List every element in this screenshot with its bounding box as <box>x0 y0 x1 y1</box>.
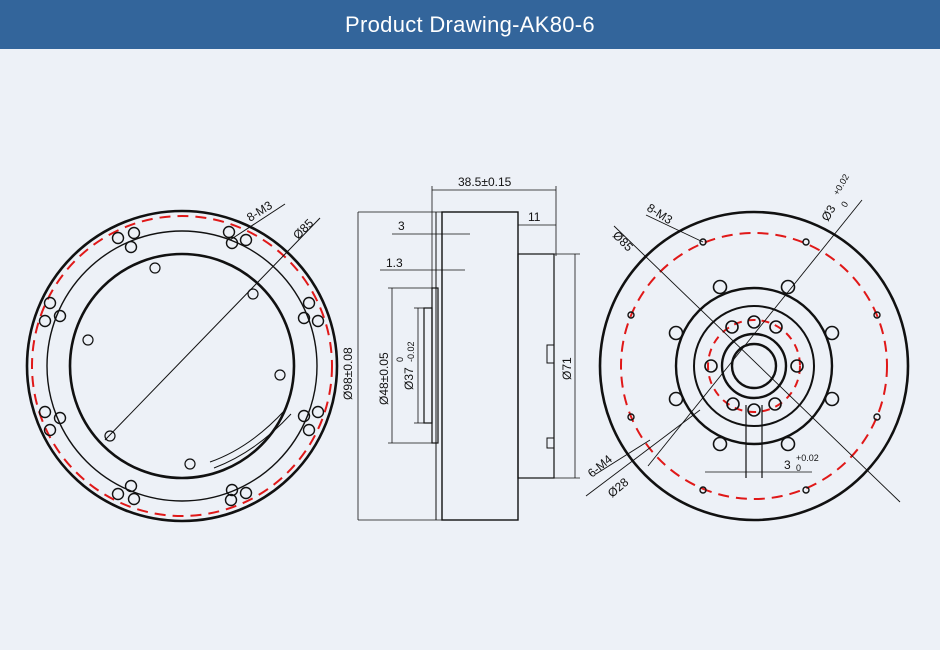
front-pcd-circle <box>31 215 333 517</box>
page-title: Product Drawing-AK80-6 <box>345 11 595 37</box>
back-label-pin-tol-lower: 0 <box>839 200 850 209</box>
front-inner-tab <box>274 369 286 381</box>
back-bolt-holes <box>668 279 840 452</box>
front-inner-tab <box>104 430 116 442</box>
back-diameter-line <box>647 199 863 467</box>
front-diameter-line <box>104 217 321 441</box>
back-hub-inner <box>693 305 815 427</box>
front-view <box>25 203 339 523</box>
back-label-slot: 3 <box>784 458 791 472</box>
front-label-pcd: Ø85 <box>290 216 316 242</box>
front-outer-ring <box>25 209 339 523</box>
dim-1-3-label: 1.3 <box>386 256 403 270</box>
back-small-holes <box>627 238 881 494</box>
back-label-pin-tol-upper: +0.02 <box>831 172 851 197</box>
dim-11-label: 11 <box>528 210 541 224</box>
front-bolt-holes <box>38 225 325 507</box>
dim-od-label: Ø98±0.08 <box>341 347 355 400</box>
dim-37-tol-upper: 0 <box>395 357 405 362</box>
back-outer-ring <box>598 210 910 522</box>
dim-71-label: Ø71 <box>560 357 574 380</box>
side-rear-cover <box>517 253 555 479</box>
back-label-holes: 8-M3 <box>644 201 675 228</box>
back-leader-m4 <box>595 439 651 475</box>
front-leader-8m3 <box>229 203 286 241</box>
back-m4-holes <box>704 315 804 417</box>
back-label-pin: Ø3 <box>818 202 838 223</box>
side-rear-tab <box>546 344 555 364</box>
side-front-boss <box>423 307 433 424</box>
front-inner-tab <box>82 334 94 346</box>
back-label-slot-tol-lower: 0 <box>796 463 801 473</box>
back-label-slot-tol-upper: +0.02 <box>796 453 819 463</box>
back-diameter-line <box>613 225 901 503</box>
back-shaft-bore <box>730 342 778 390</box>
dim-48-label: Ø48±0.05 <box>377 352 391 405</box>
back-pcd28-circle <box>707 319 801 413</box>
back-leader-pcd28 <box>585 409 701 497</box>
drawing-canvas: 8-M3 Ø85 38.5±0.15 3 11 1.3 Ø98±0.08 <box>0 49 940 645</box>
front-inner-tab <box>247 288 259 300</box>
side-rear-tab <box>546 437 555 449</box>
front-inner-arc <box>213 413 292 469</box>
front-inner-tab <box>184 458 196 470</box>
side-front-hub <box>431 287 439 444</box>
back-hub-outer <box>674 286 834 446</box>
dim-3-label: 3 <box>398 219 405 233</box>
dim-length-label: 38.5±0.15 <box>458 175 512 189</box>
back-leader-8m3 <box>645 214 704 243</box>
dim-37-label: Ø37 <box>402 367 416 390</box>
front-inner-bore <box>68 252 296 480</box>
front-inner-tab <box>149 262 161 274</box>
side-view <box>357 186 580 521</box>
drawing-svg: 8-M3 Ø85 38.5±0.15 3 11 1.3 Ø98±0.08 <box>25 172 910 523</box>
dim-37-tol-lower: -0.02 <box>406 341 416 362</box>
back-label-pcd85: Ø85 <box>610 228 636 254</box>
back-pcd85-circle <box>620 232 888 500</box>
back-view <box>585 199 910 522</box>
side-body <box>441 211 519 521</box>
back-label-m4: 6-M4 <box>585 452 615 481</box>
front-flange-ring <box>46 230 318 502</box>
header-bar: Product Drawing-AK80-6 <box>0 0 940 49</box>
front-inner-arc <box>209 409 286 463</box>
